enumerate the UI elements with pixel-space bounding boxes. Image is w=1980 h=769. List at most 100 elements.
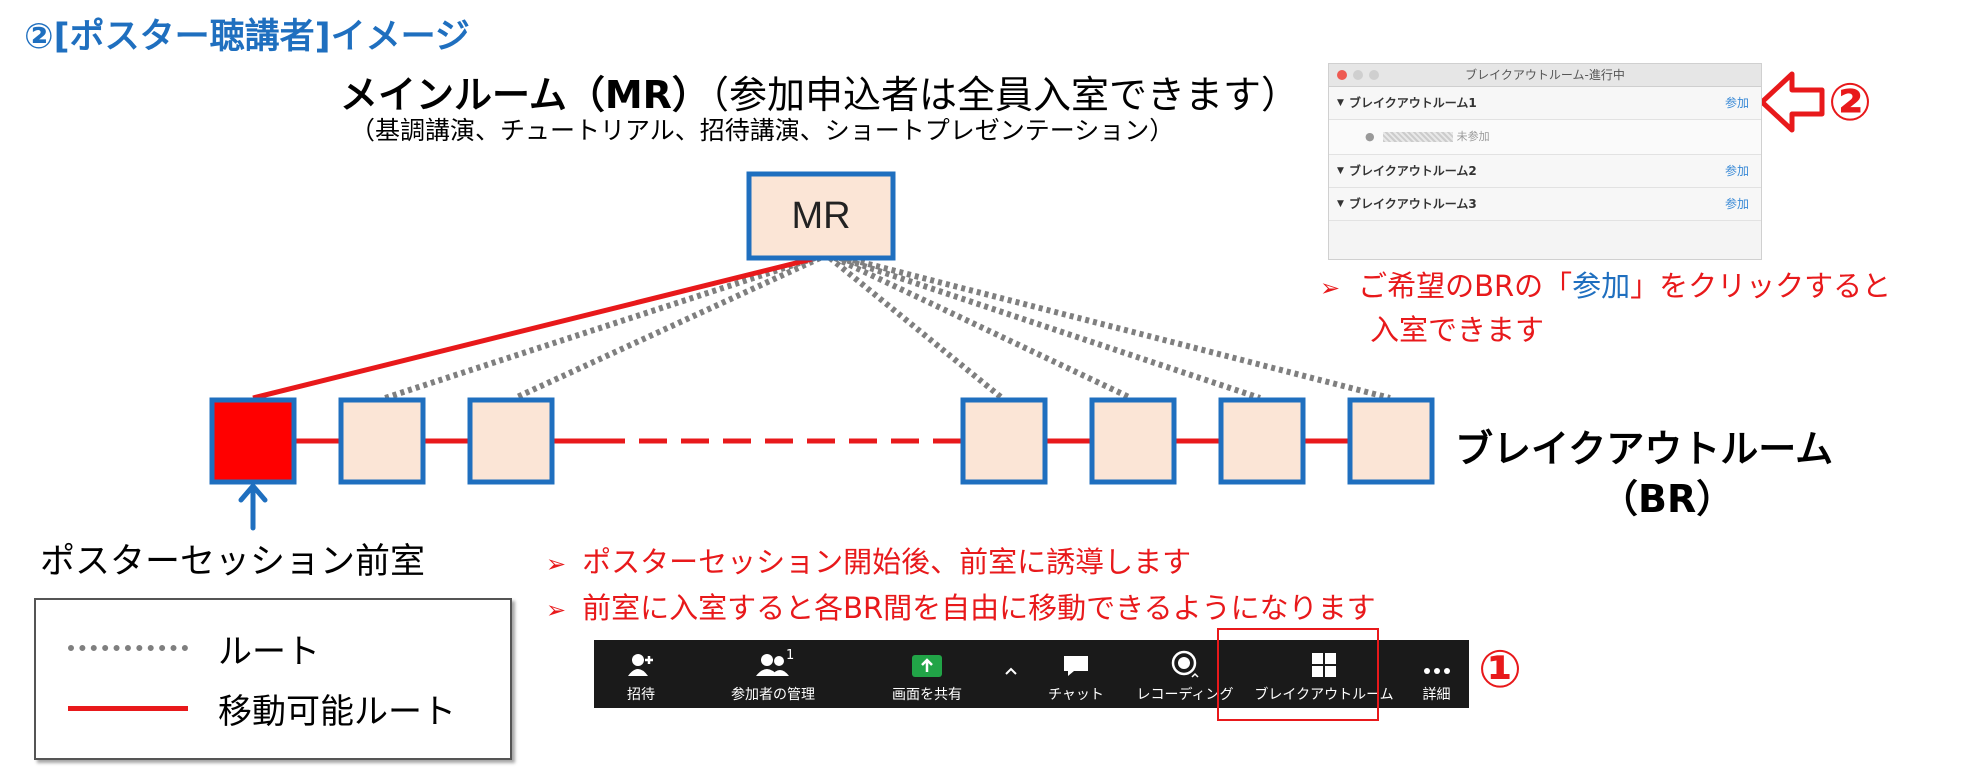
main-room-subtitle: （基調講演、チュートリアル、招待講演、ショートプレゼンテーション） [350, 116, 1175, 145]
main-room-box-label: MR [791, 195, 850, 237]
maximize-window-icon[interactable] [1369, 70, 1379, 80]
join-link[interactable]: 参加 [1724, 197, 1749, 211]
breakout-room-name: ブレイクアウトルーム3 [1349, 197, 1477, 211]
recording-button[interactable]: レコーディング [1126, 640, 1244, 708]
main-room-title: メインルーム（MR）（参加申込者は全員入室できます） [340, 64, 1299, 119]
notes: ➢ ポスターセッション開始後、前室に誘導します ➢ 前室に入室すると各BR間を自由に… [546, 540, 1376, 632]
breakout-panel-titlebar: ブレイクアウトルーム-進行中 [1329, 64, 1761, 87]
recording-label: レコーディング [1136, 687, 1234, 703]
legend-movable-route-label: 移動可能ルート [218, 691, 456, 732]
main-room-box [746, 171, 896, 261]
bullet-arrow-icon: ➢ [546, 596, 567, 624]
participants-button[interactable]: 1 参加者の管理 [688, 640, 858, 708]
share-screen-label: 画面を共有 [892, 687, 962, 703]
chat-icon [1062, 640, 1090, 678]
chat-button[interactable]: チャット [1026, 640, 1126, 708]
join-link[interactable]: 参加 [1724, 164, 1749, 178]
more-icon [1423, 640, 1451, 678]
caret-down-icon: ▼ [1337, 166, 1344, 176]
legend-route-label: ルート [218, 631, 320, 672]
breakout-room-label-abbr: （BR） [1600, 477, 1735, 521]
note-item: ➢ ポスターセッション開始後、前室に誘導します [546, 540, 1376, 586]
br-box-3 [960, 397, 1048, 485]
click-note-line2: 入室できます [1370, 313, 1545, 347]
pointer-arrow-icon [1759, 71, 1825, 133]
click-note-text-b: 」をクリックすると [1630, 269, 1892, 303]
more-button[interactable]: 詳細 [1404, 640, 1469, 708]
breakout-room-row[interactable]: ▼ ブレイクアウトルーム2 参加 [1329, 155, 1761, 188]
breakout-rooms-label: ブレイクアウトルーム [1254, 687, 1394, 703]
legend-dotted-line [68, 645, 188, 651]
br-box-6 [1347, 397, 1435, 485]
meeting-toolbar: 招待 1 参加者の管理 画面を共有 チャット レコーディング [594, 640, 1469, 708]
bullet-arrow-icon: ➢ [546, 550, 567, 578]
note-text: 前室に入室すると各BR間を自由に移動できるようになります [582, 591, 1376, 625]
breakout-room-row[interactable]: ▼ ブレイクアウトルーム1 参加 [1329, 87, 1761, 120]
route-to-br1 [384, 255, 816, 401]
caret-down-icon: ▼ [1337, 98, 1344, 108]
chevron-up-icon [1004, 640, 1018, 676]
anteroom-box [209, 397, 297, 485]
route-to-br6 [844, 255, 1391, 401]
step-marker-2: ② [1828, 73, 1873, 133]
bullet-arrow-icon: ➢ [1320, 274, 1341, 302]
step-marker-1: ① [1478, 640, 1523, 700]
minimize-window-icon[interactable] [1353, 70, 1363, 80]
participants-icon [755, 640, 791, 678]
add-user-icon [627, 640, 655, 678]
breakout-panel: ブレイクアウトルーム-進行中 ▼ ブレイクアウトルーム1 参加 ● 未参加 ▼ ブ… [1328, 63, 1762, 260]
share-screen-button[interactable]: 画面を共有 [858, 640, 996, 708]
anteroom-arrow [238, 482, 268, 531]
note-item: ➢ 前室に入室すると各BR間を自由に移動できるようになります [546, 586, 1376, 632]
click-note-line1: ➢ ご希望のBRの「参加」をクリックすると [1320, 265, 1891, 309]
breakout-panel-title: ブレイクアウトルーム-進行中 [1465, 68, 1625, 82]
breakout-rooms-button[interactable]: ブレイクアウトルーム [1244, 640, 1404, 708]
window-controls [1337, 70, 1379, 80]
br-box-1 [338, 397, 426, 485]
close-window-icon[interactable] [1337, 70, 1347, 80]
breakout-grid-icon [1311, 640, 1337, 678]
click-note-text-a: ご希望のBRの「 [1358, 269, 1573, 303]
breakout-room-name: ブレイクアウトルーム2 [1349, 164, 1477, 178]
more-label: 詳細 [1422, 687, 1451, 703]
legend-movable-route: 移動可能ルート [68, 688, 456, 732]
breakout-highlight-box [1217, 628, 1379, 721]
main-room-title-bold: メインルーム（MR） [340, 73, 710, 117]
note-text: ポスターセッション開始後、前室に誘導します [582, 545, 1192, 579]
breakout-room-label: ブレイクアウトルーム [1455, 427, 1834, 471]
invite-label: 招待 [627, 687, 655, 703]
member-status-dot-icon: ● [1365, 130, 1375, 143]
click-note: ➢ ご希望のBRの「参加」をクリックすると 入室できます [1320, 265, 1891, 351]
route-to-br4 [833, 255, 1133, 401]
page-heading: ②[ポスター聴講者]イメージ [24, 17, 470, 57]
route-to-br5 [839, 255, 1261, 401]
legend: ルート 移動可能ルート [34, 598, 512, 760]
legend-solid-line [68, 705, 188, 711]
movable-route-mr-anteroom [252, 256, 813, 401]
member-status: 未参加 [1456, 130, 1490, 143]
br-box-4 [1089, 397, 1177, 485]
participants-count-badge: 1 [786, 648, 795, 663]
breakout-room-member: ● 未参加 [1329, 120, 1761, 155]
invite-button[interactable]: 招待 [594, 640, 688, 708]
route-to-br2 [513, 255, 822, 401]
blurred-name [1382, 132, 1453, 142]
share-screen-icon [911, 640, 943, 678]
breakout-room-row[interactable]: ▼ ブレイクアウトルーム3 参加 [1329, 188, 1761, 221]
main-room-title-note: （参加申込者は全員入室できます） [709, 73, 1299, 117]
participants-label: 参加者の管理 [731, 687, 815, 703]
route-to-br3 [828, 255, 1004, 401]
share-options-button[interactable] [996, 640, 1026, 708]
record-icon [1170, 640, 1200, 678]
br-box-2 [467, 397, 555, 485]
caret-down-icon: ▼ [1337, 199, 1344, 209]
join-link[interactable]: 参加 [1724, 96, 1749, 110]
chat-label: チャット [1048, 687, 1104, 703]
br-box-5 [1218, 397, 1306, 485]
gray-routes [384, 255, 1391, 401]
click-note-join-word: 参加 [1572, 269, 1631, 303]
legend-route: ルート [68, 628, 320, 672]
breakout-room-name: ブレイクアウトルーム1 [1349, 96, 1477, 110]
anteroom-label: ポスターセッション前室 [40, 542, 426, 582]
